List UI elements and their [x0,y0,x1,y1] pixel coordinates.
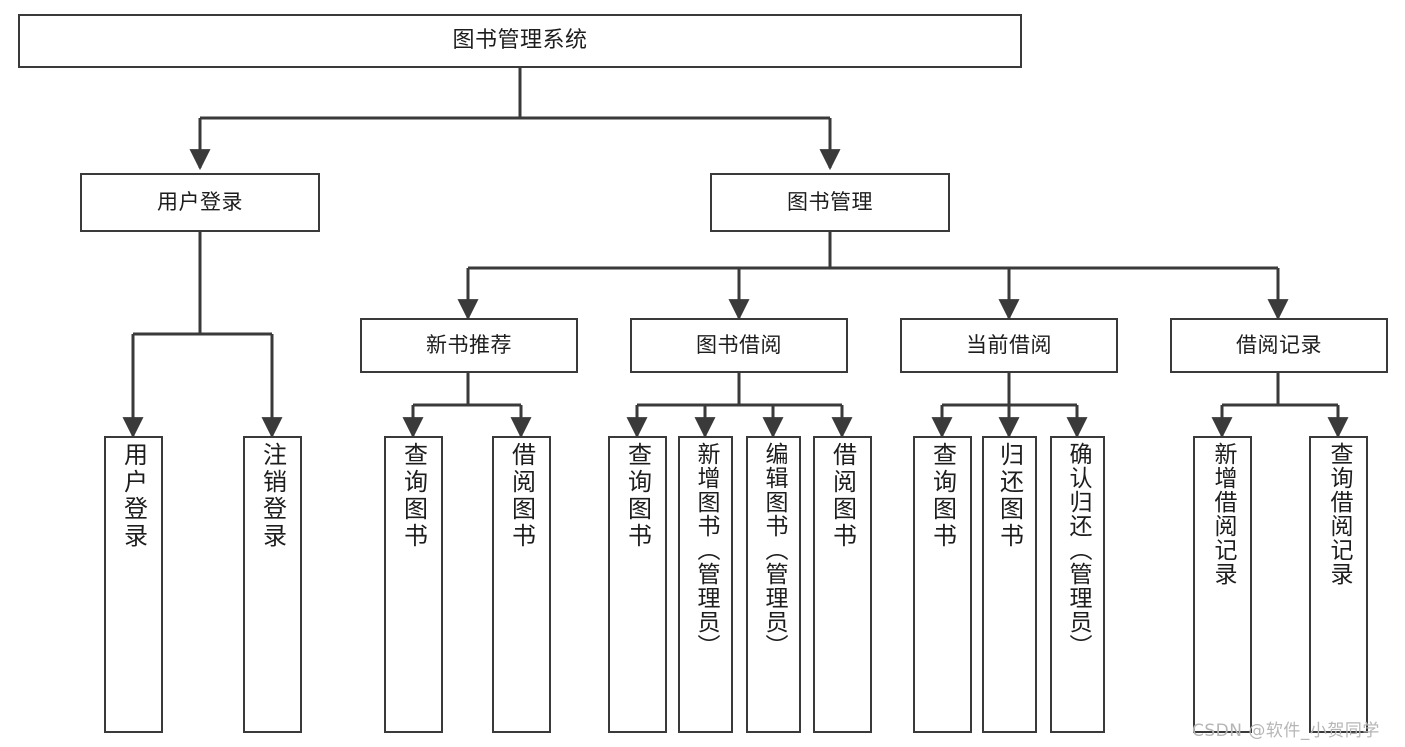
node-root-book-management-system[interactable]: 图书管理系统 [18,14,1022,68]
leaf-current-borrow-return-books[interactable]: 归还图书 [982,436,1037,733]
node-label: 归还图书 [995,442,1024,550]
node-label: 借阅图书 [507,442,536,550]
node-label: 注销登录 [258,442,287,550]
leaf-current-borrow-confirm-return-admin[interactable]: 确认归还（管理员） [1050,436,1105,733]
node-label: 图书管理系统 [452,28,588,54]
node-label: 图书管理 [787,190,873,215]
node-label: 查询图书 [399,442,428,550]
node-label: 图书借阅 [696,333,782,358]
node-label: 新书推荐 [426,333,512,358]
node-label: 确认归还（管理员） [1065,442,1091,658]
node-label: 编辑图书（管理员） [761,442,787,658]
leaf-current-borrow-query-books[interactable]: 查询图书 [913,436,972,733]
node-book-borrow[interactable]: 图书借阅 [630,318,848,373]
node-label: 查询图书 [928,442,957,550]
leaf-borrow-record-add-record[interactable]: 新增借阅记录 [1193,436,1252,733]
leaf-user-login-login[interactable]: 用户登录 [104,436,163,733]
node-label: 查询图书 [623,442,652,550]
leaf-book-borrow-add-book-admin[interactable]: 新增图书（管理员） [678,436,733,733]
node-borrow-record[interactable]: 借阅记录 [1170,318,1388,373]
leaf-user-login-logout[interactable]: 注销登录 [243,436,302,733]
node-new-book-recommend[interactable]: 新书推荐 [360,318,578,373]
leaf-borrow-record-query-record[interactable]: 查询借阅记录 [1309,436,1368,733]
node-label: 借阅图书 [828,442,857,550]
csdn-watermark: CSDN @软件_小贺同学 [1192,721,1380,741]
node-user-login[interactable]: 用户登录 [80,173,320,232]
leaf-new-book-borrow-books[interactable]: 借阅图书 [492,436,551,733]
node-label: 当前借阅 [966,333,1052,358]
node-current-borrow[interactable]: 当前借阅 [900,318,1118,373]
node-book-management[interactable]: 图书管理 [710,173,950,232]
node-label: 用户登录 [119,442,148,550]
leaf-new-book-query-books[interactable]: 查询图书 [384,436,443,733]
node-label: 查询借阅记录 [1326,442,1352,586]
leaf-book-borrow-query-books[interactable]: 查询图书 [608,436,667,733]
node-label: 借阅记录 [1236,333,1322,358]
leaf-book-borrow-borrow-books[interactable]: 借阅图书 [813,436,872,733]
node-label: 用户登录 [157,190,243,215]
node-label: 新增借阅记录 [1210,442,1236,586]
node-label: 新增图书（管理员） [693,442,719,658]
leaf-book-borrow-edit-book-admin[interactable]: 编辑图书（管理员） [746,436,801,733]
